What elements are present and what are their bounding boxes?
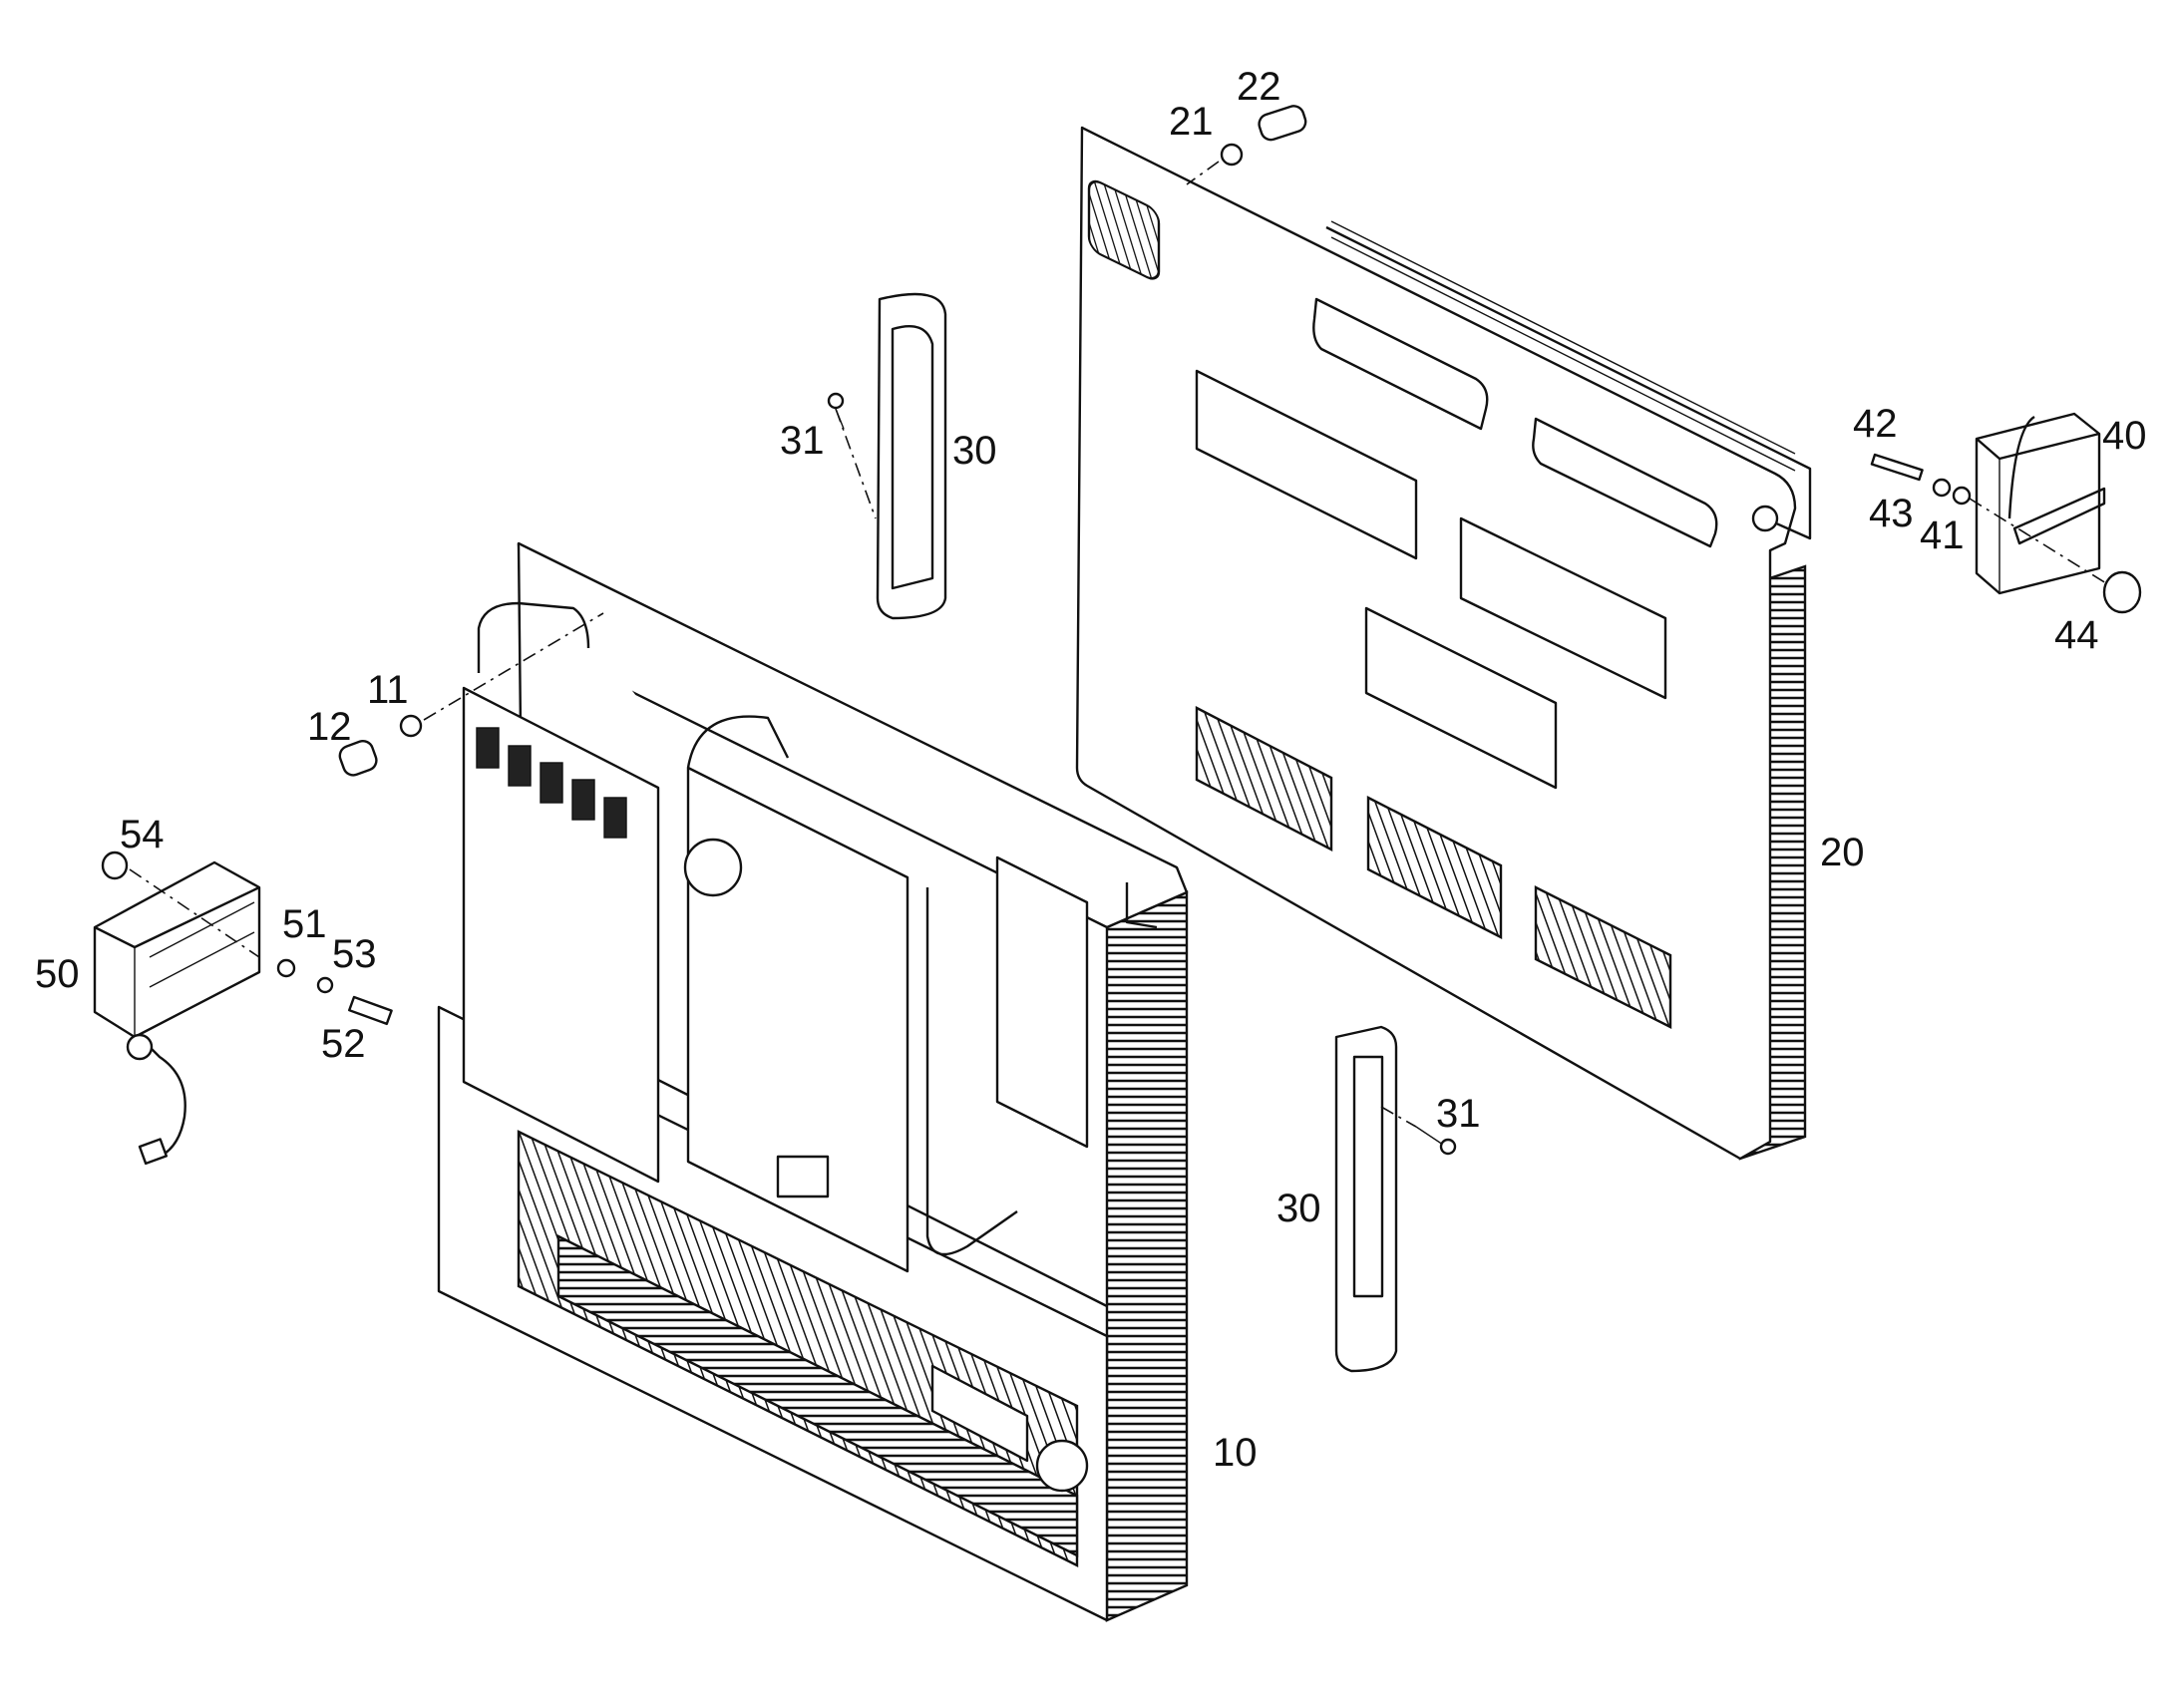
callout-30-bottom: 30 [1276, 1187, 1321, 1230]
callout-21: 21 [1169, 100, 1214, 144]
callout-11: 11 [367, 668, 409, 712]
callout-43: 43 [1869, 492, 1914, 535]
back-panel [1075, 126, 1812, 1161]
connector-pins [1330, 220, 1796, 472]
callout-52: 52 [321, 1022, 366, 1066]
callout-22: 22 [1237, 65, 1281, 109]
callout-53: 53 [332, 932, 377, 976]
handle-bottom [1334, 1025, 1398, 1373]
frame-fasteners [338, 612, 604, 777]
relay-bank [476, 727, 627, 839]
handle-top [835, 292, 947, 620]
callout-31-bottom: 31 [1436, 1092, 1481, 1136]
callout-40: 40 [2102, 414, 2147, 458]
callout-31-top: 31 [780, 419, 825, 463]
callout-51: 51 [282, 902, 327, 946]
callout-20: 20 [1820, 831, 1865, 874]
callout-30-top: 30 [952, 429, 997, 473]
sensor-fasteners [1870, 453, 2142, 614]
callout-41: 41 [1920, 513, 1965, 557]
handle-screw-bottom [1380, 1106, 1457, 1156]
callout-labels: 10 11 12 20 21 22 30 31 30 31 40 41 42 4… [35, 65, 2147, 1475]
filter-fasteners [101, 851, 393, 1026]
callout-10: 10 [1213, 1431, 1258, 1475]
callout-50: 50 [35, 952, 80, 996]
cabinet-frame [437, 541, 1189, 1622]
callout-54: 54 [120, 813, 165, 856]
filter-module [93, 860, 261, 1166]
callout-44: 44 [2054, 613, 2099, 657]
handle-screw-top [827, 392, 845, 430]
panel-fasteners [1186, 105, 1307, 185]
callout-12: 12 [307, 705, 352, 749]
sensor-box [1975, 412, 2106, 595]
callout-42: 42 [1853, 402, 1898, 446]
